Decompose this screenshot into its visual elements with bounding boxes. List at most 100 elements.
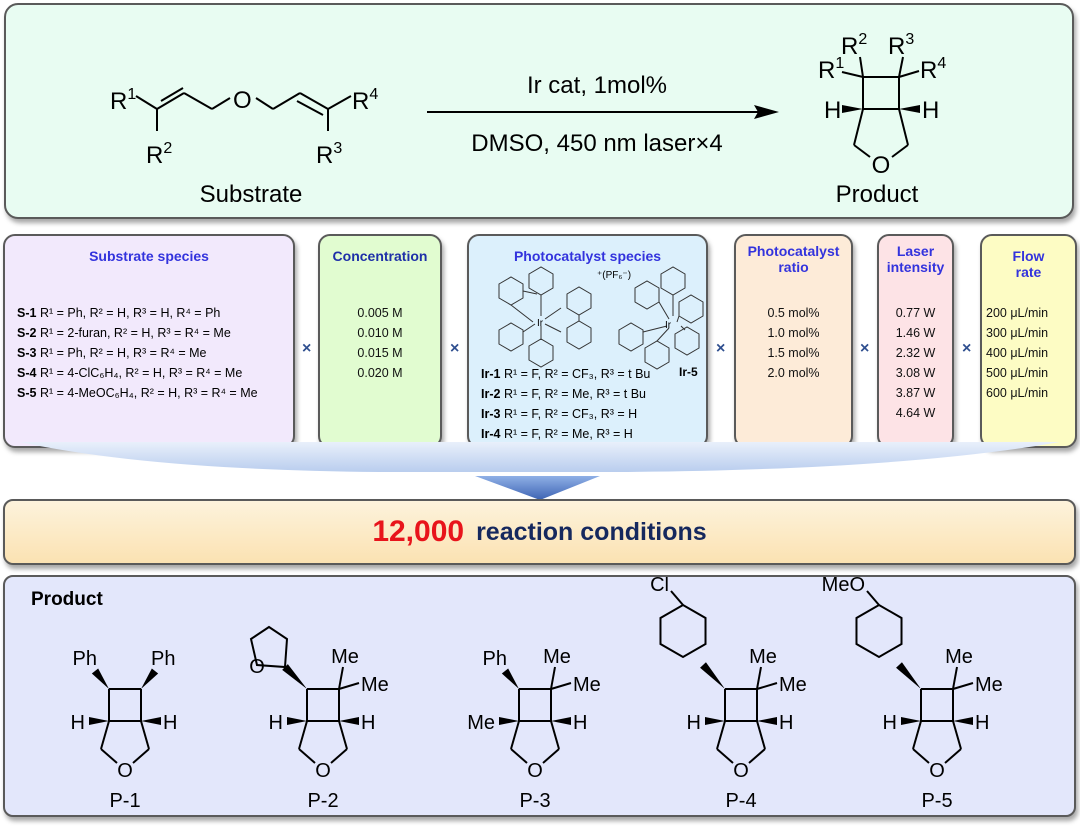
para-substituent: Cl	[650, 577, 669, 596]
methyl-right: Me	[361, 674, 389, 696]
laser-title-line2: intensity	[886, 259, 945, 275]
ring-oxygen: O	[929, 760, 945, 782]
laser-item: 3.08 W	[895, 366, 936, 380]
wedge-bond-right	[899, 105, 920, 113]
methyl-bond	[338, 666, 344, 690]
arrow-down-icon	[475, 476, 600, 500]
flow-item: 500 μL/min	[986, 366, 1049, 380]
laser-title-line1: Laser	[896, 243, 935, 259]
ratio-title: Photocatalyst ratio	[736, 243, 851, 275]
top-left-substituent: Ph	[483, 648, 507, 670]
methyl-right: Me	[779, 674, 807, 696]
thf-bond	[716, 720, 726, 750]
methyl-bond	[756, 682, 778, 690]
para-substituent: MeO	[822, 577, 865, 596]
thf-bond	[510, 748, 528, 764]
ratio-title-line1: Photocatalyst	[747, 243, 840, 259]
wedge-bond-top-left	[91, 668, 109, 689]
wedge-bond-top-left	[501, 668, 519, 689]
methyl-top: Me	[543, 646, 571, 668]
concentration-item: 0.005 M	[357, 306, 403, 320]
methyl-top: Me	[749, 646, 777, 668]
thf-bond	[140, 720, 150, 750]
laser-title: Laser intensity	[879, 243, 952, 275]
ratio-list: 0.5 mol% 1.0 mol% 1.5 mol% 2.0 mol%	[736, 303, 851, 383]
wedge-bond-left	[901, 717, 921, 725]
multiply-icon: ×	[450, 340, 460, 357]
flow-title-line2: rate	[1015, 264, 1042, 280]
thf-bond	[944, 748, 962, 764]
para-bond	[670, 590, 684, 606]
furan-oxygen: O	[249, 656, 265, 678]
reagent-above: Ir cat, 1mol%	[527, 72, 667, 99]
thf-bond	[912, 748, 930, 764]
photocatalyst-item: Ir-3 R¹ = F, R² = CF₃, R³ = H	[481, 407, 638, 421]
product-r4: R4	[920, 55, 946, 84]
substrate-species-title: Substrate species	[89, 248, 209, 264]
thf-bond	[298, 720, 308, 750]
counterion: ⁺(PF₆⁻)	[597, 270, 631, 281]
reagent-below: DMSO, 450 nm laser×4	[471, 130, 722, 157]
product-id-label: P-3	[519, 790, 550, 812]
flow-title-line1: Flow	[1012, 248, 1045, 264]
wedge-bond-aryl	[896, 662, 921, 689]
methyl-right: Me	[975, 674, 1003, 696]
laser-item: 2.32 W	[895, 346, 936, 360]
top-left-substituent: Ph	[73, 648, 97, 670]
thf-bond	[542, 748, 560, 764]
ratio-title-line2: ratio	[778, 259, 809, 275]
substrate-r3: R3	[316, 140, 342, 169]
wedge-bond-right	[141, 717, 161, 725]
ratio-item: 1.5 mol%	[767, 346, 820, 360]
substrate-r2: R2	[146, 140, 172, 169]
product-structure	[841, 56, 920, 158]
ratio-item: 0.5 mol%	[767, 306, 820, 320]
wedge-bond-left	[89, 717, 109, 725]
flow-title: Flow rate	[982, 248, 1075, 280]
product-id-label: P-4	[725, 790, 756, 812]
reaction-scheme-drawing: R1 R2 O R4 R3 Substrate Ir cat, 1mol% DM…	[110, 31, 946, 208]
thf-bond	[550, 720, 560, 750]
thf-bond	[952, 720, 962, 750]
thf-bond	[912, 720, 922, 750]
conditions-count: 12,000	[372, 515, 465, 548]
left-substituent: Me	[467, 712, 495, 734]
wedge-bond-left	[842, 105, 863, 113]
benzene-ring	[855, 603, 903, 659]
left-substituent: H	[269, 712, 283, 734]
ring-oxygen: O	[527, 760, 543, 782]
substrate-species-panel: Substrate species S-1 R¹ = Ph, R² = H, R…	[3, 234, 295, 448]
multiply-icon: ×	[302, 340, 312, 357]
thf-bond	[330, 748, 348, 764]
product-panel-title: Product	[31, 589, 103, 610]
photocatalyst-structures: Ir ⁺(PF₆⁻) Ir Ir-5	[498, 266, 704, 379]
left-substituent: H	[687, 712, 701, 734]
methyl-bond	[952, 682, 974, 690]
photocatalyst-item: Ir-1 R¹ = F, R² = CF₃, R³ = t Bu	[481, 367, 651, 381]
right-h-label: H	[573, 712, 587, 734]
laser-item: 0.77 W	[895, 306, 936, 320]
funnel-arrow	[20, 442, 1060, 500]
left-substituent: H	[883, 712, 897, 734]
iridium-center-ir5: Ir	[665, 320, 672, 331]
substrate-item: S-3 R¹ = Ph, R² = H, R³ = R⁴ = Me	[17, 346, 207, 360]
thf-bond	[338, 720, 348, 750]
substrate-label: Substrate	[200, 181, 303, 208]
methyl-top: Me	[945, 646, 973, 668]
multiply-icon: ×	[962, 340, 972, 357]
laser-item: 1.46 W	[895, 326, 936, 340]
wedge-bond-left	[287, 717, 307, 725]
concentration-item: 0.010 M	[357, 326, 403, 340]
right-h-label: H	[361, 712, 375, 734]
ratio-item: 2.0 mol%	[767, 366, 820, 380]
product-id-label: P-5	[921, 790, 952, 812]
photocatalyst-list: Ir-1 R¹ = F, R² = CF₃, R³ = t Bu Ir-2 R¹…	[481, 364, 650, 444]
substrate-item: S-4 R¹ = 4-ClC₆H₄, R² = H, R³ = R⁴ = Me	[17, 366, 243, 380]
concentration-item: 0.020 M	[357, 366, 403, 380]
methyl-top: Me	[331, 646, 359, 668]
wedge-bond-right	[339, 717, 359, 725]
product-id-label: P-2	[307, 790, 338, 812]
left-substituent: H	[71, 712, 85, 734]
thf-bond	[716, 748, 734, 764]
ring-oxygen: O	[117, 760, 133, 782]
